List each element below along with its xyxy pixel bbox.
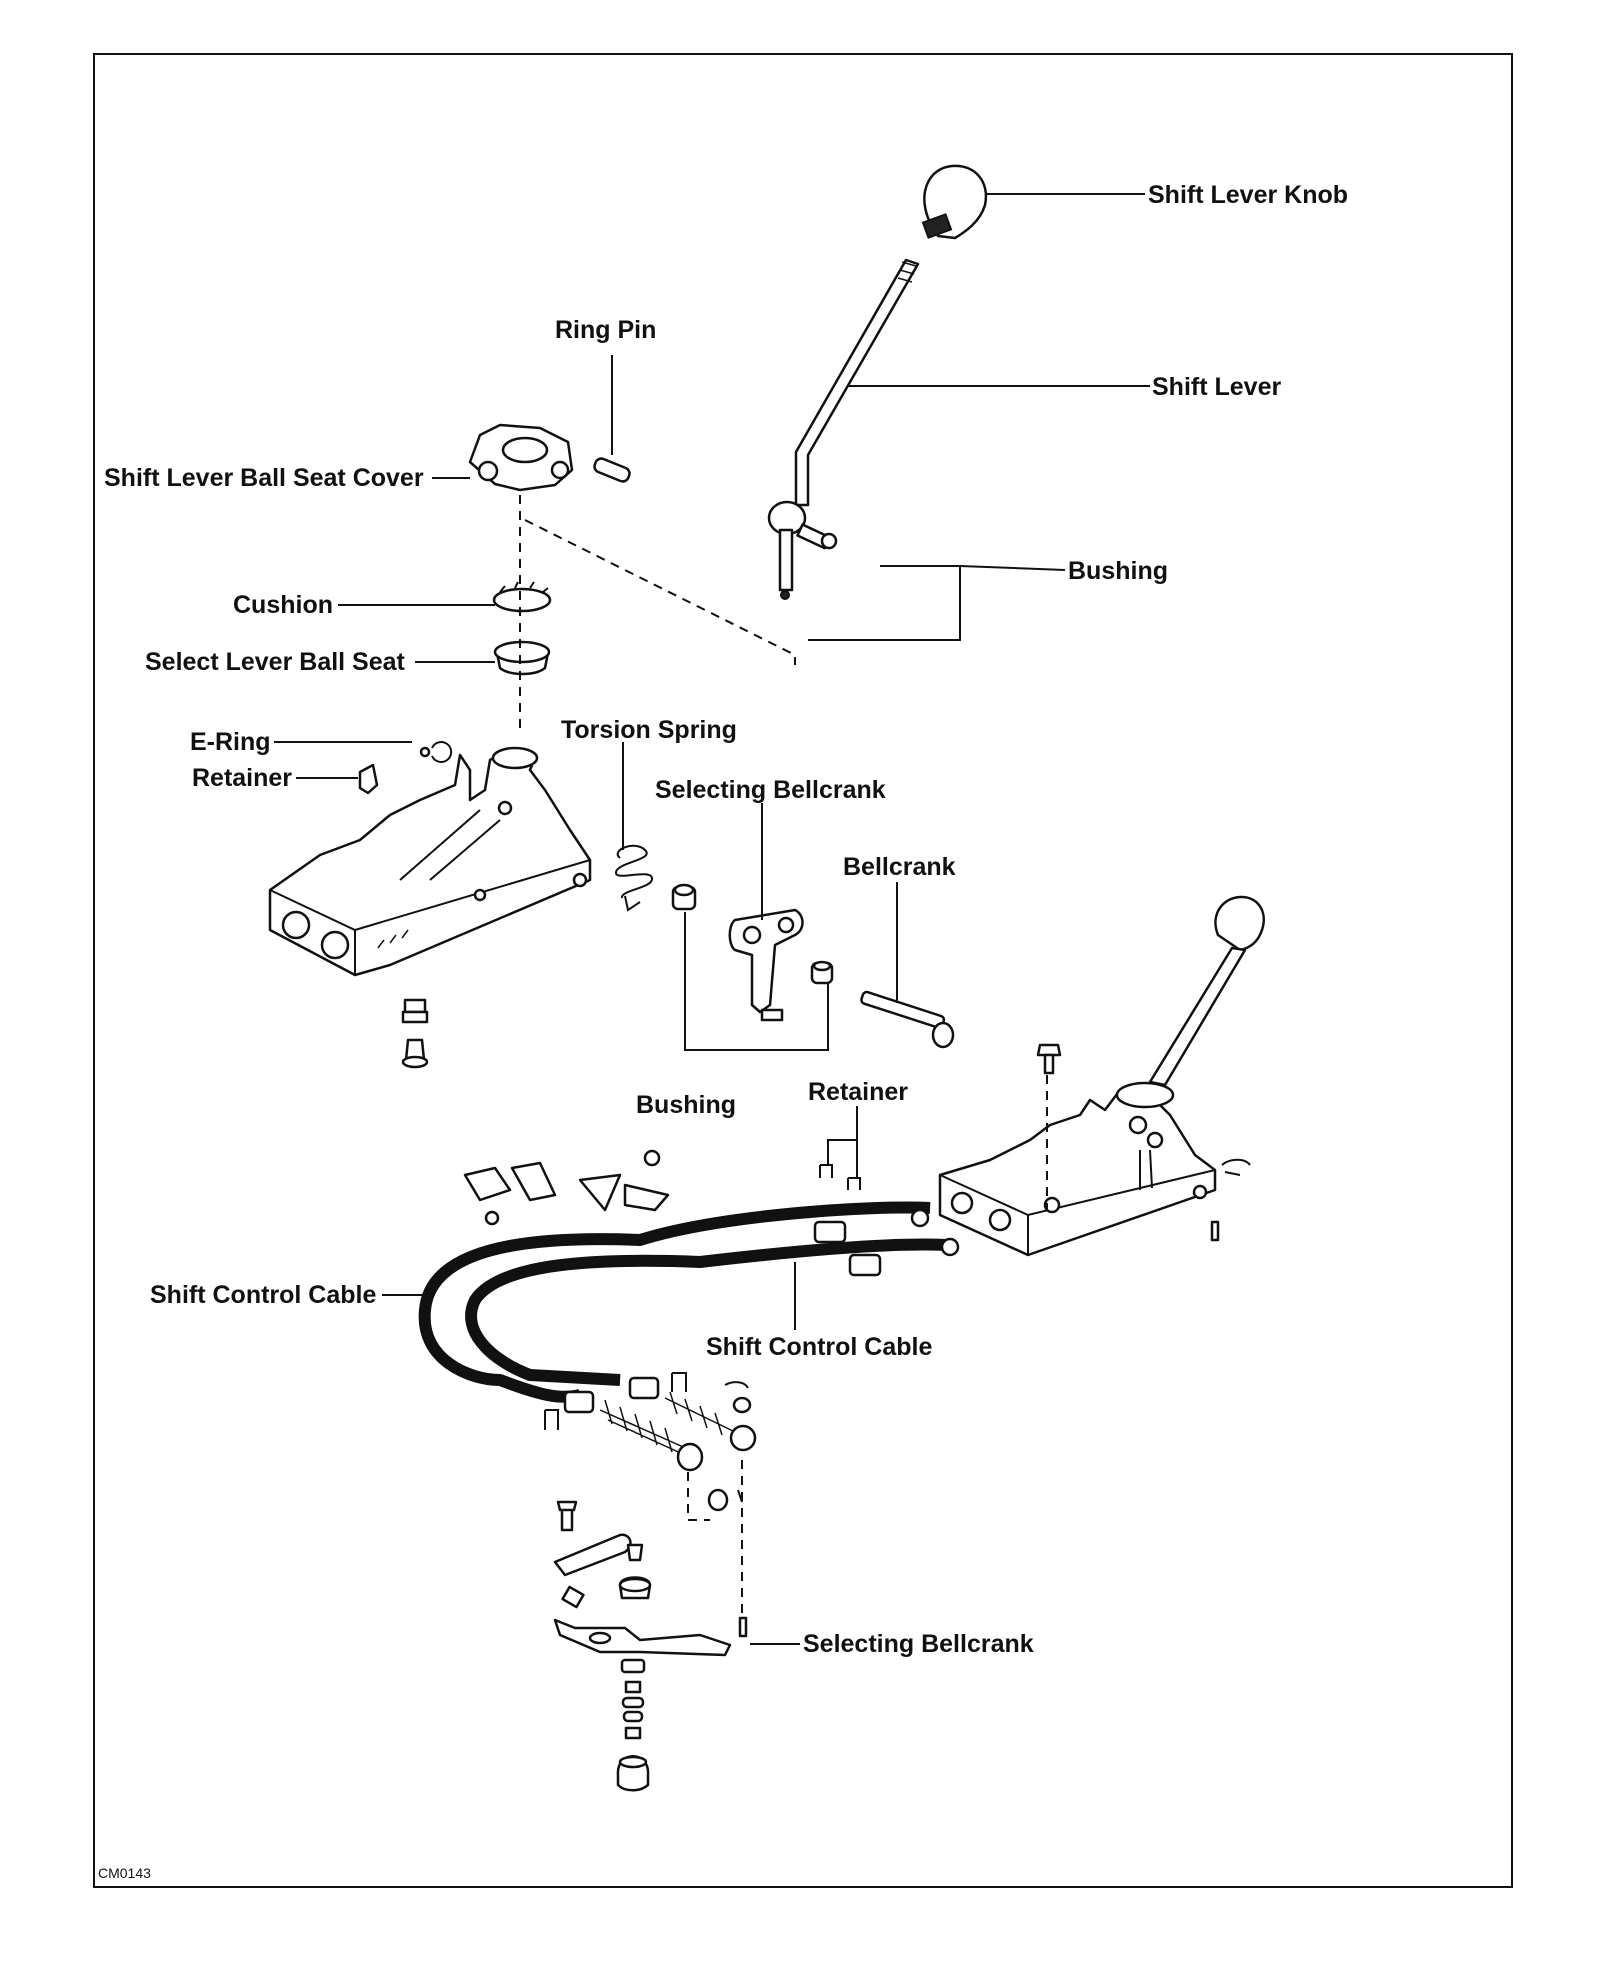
label-shift-control-cable-right: Shift Control Cable xyxy=(706,1333,932,1361)
diagram-frame xyxy=(93,53,1513,1888)
label-shift-lever: Shift Lever xyxy=(1152,373,1281,401)
torsion-spring-part xyxy=(615,844,653,912)
housing-bolts-part xyxy=(401,998,429,1069)
label-shift-control-cable-left: Shift Control Cable xyxy=(150,1281,376,1309)
cable-brackets-part xyxy=(463,1149,670,1226)
label-select-lever-ball-seat: Select Lever Ball Seat xyxy=(145,648,406,676)
shift-lever-knob-part xyxy=(921,164,988,240)
selecting-bellcrank-top-part xyxy=(728,908,804,1022)
cushion-part xyxy=(492,581,552,613)
label-bushing-top: Bushing xyxy=(1068,557,1168,585)
figure-code: CM0143 xyxy=(98,1865,151,1881)
shift-control-cables-part xyxy=(418,1201,960,1472)
bushing-right-part xyxy=(810,960,834,985)
part-labels: Shift Lever Knob Ring Pin Shift Lever Sh… xyxy=(98,181,1348,1881)
label-cushion: Cushion xyxy=(233,591,333,619)
assembly-dashed-lines xyxy=(519,495,1048,1615)
shifter-bolt-part xyxy=(1036,1043,1062,1075)
e-ring-part xyxy=(419,741,453,763)
label-ring-pin: Ring Pin xyxy=(555,316,656,344)
shift-lever-ball-seat-cover-part xyxy=(468,423,574,492)
label-selecting-bellcrank-top: Selecting Bellcrank xyxy=(655,776,886,804)
label-retainer-left: Retainer xyxy=(192,764,292,792)
ring-pin-part xyxy=(593,457,631,483)
label-bellcrank: Bellcrank xyxy=(843,853,956,881)
assembled-shifter-part xyxy=(938,895,1265,1257)
label-retainer-right: Retainer xyxy=(808,1078,908,1106)
bushing-left-part xyxy=(671,883,697,911)
shift-lever-part xyxy=(767,258,920,600)
label-shift-lever-ball-seat-cover: Shift Lever Ball Seat Cover xyxy=(104,464,424,492)
leader-lines xyxy=(274,193,1150,1645)
label-bushing-bottom: Bushing xyxy=(636,1091,736,1119)
label-selecting-bellcrank-bottom: Selecting Bellcrank xyxy=(803,1630,1034,1658)
cable-end-clips-part xyxy=(544,1372,752,1512)
label-shift-lever-knob: Shift Lever Knob xyxy=(1148,181,1348,209)
selecting-bellcrank-bottom-part xyxy=(553,1500,748,1792)
shift-lever-housing-part xyxy=(268,746,592,977)
select-lever-ball-seat-part xyxy=(493,640,551,676)
label-e-ring: E-Ring xyxy=(190,728,271,756)
bellcrank-pin-part xyxy=(860,990,955,1049)
retainer-left-part xyxy=(358,763,379,795)
retainer-clips-part xyxy=(819,1164,861,1190)
label-torsion-spring: Torsion Spring xyxy=(561,716,737,744)
